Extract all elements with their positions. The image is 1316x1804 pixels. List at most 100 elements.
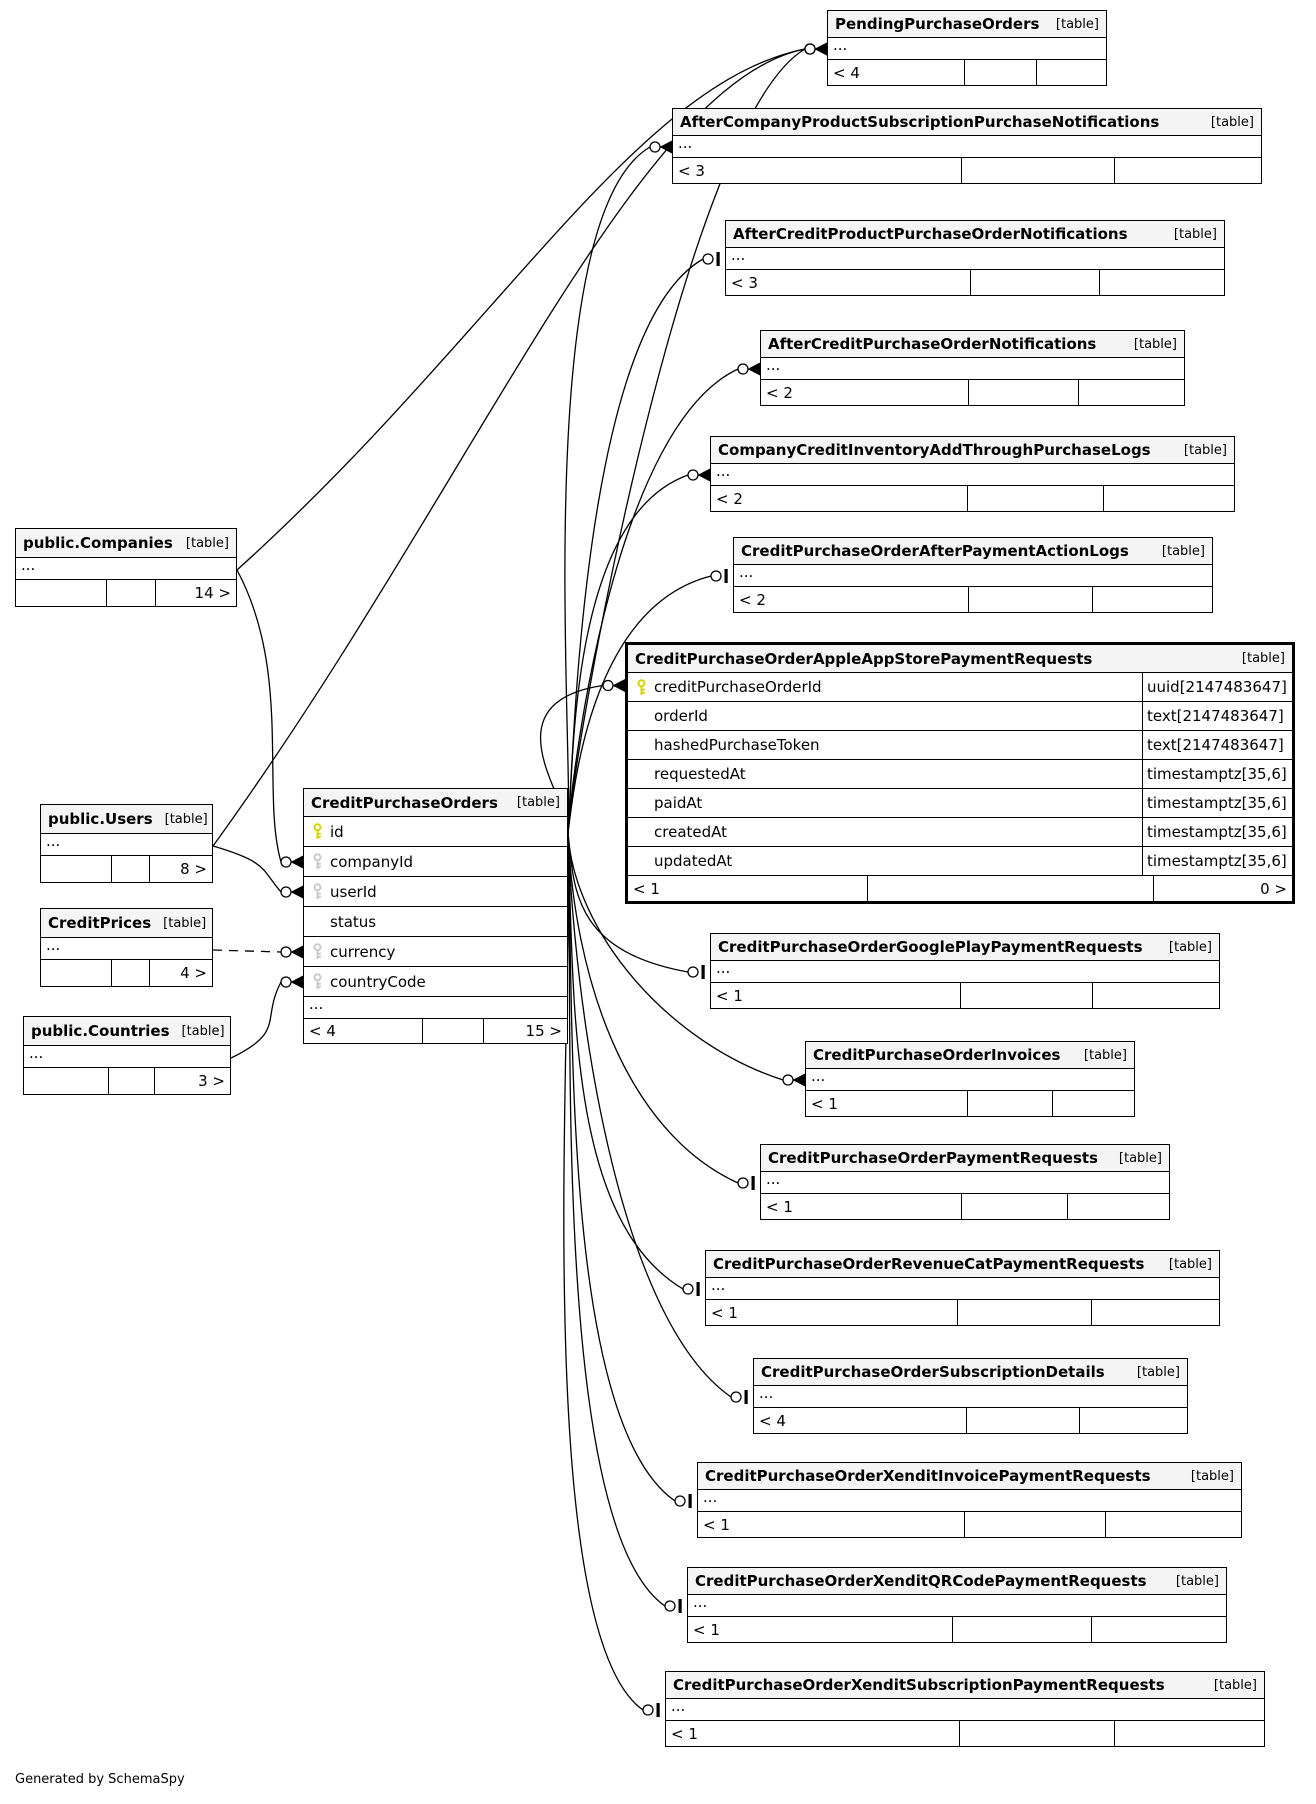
column-row-userId: userId	[304, 877, 567, 907]
table-title: CreditPurchaseOrderPaymentRequests	[768, 1149, 1098, 1167]
crow-foot-marker	[792, 1073, 805, 1087]
table-title: CreditPurchaseOrderXenditSubscriptionPay…	[673, 1676, 1165, 1694]
primary-key-icon	[304, 823, 330, 840]
zero-or-more-circle	[737, 1177, 749, 1189]
table-CreditPurchaseOrderAppleAppStorePaymentRequests[interactable]: CreditPurchaseOrderAppleAppStorePaymentR…	[625, 642, 1295, 904]
table-CreditPurchaseOrderXenditQRCodePaymentRequests[interactable]: CreditPurchaseOrderXenditQRCodePaymentRe…	[687, 1567, 1227, 1643]
table-PendingPurchaseOrders[interactable]: PendingPurchaseOrders[table]...< 4	[827, 10, 1107, 86]
generator-credit: Generated by SchemaSpy	[15, 1772, 185, 1787]
table-CreditPurchaseOrderXenditSubscriptionPaymentRequests[interactable]: CreditPurchaseOrderXenditSubscriptionPay…	[665, 1671, 1265, 1747]
column-name: createdAt	[654, 823, 728, 841]
relationship-edge	[567, 832, 676, 1502]
table-title: CreditPurchaseOrderRevenueCatPaymentRequ…	[713, 1255, 1145, 1273]
table-footer: < 1	[688, 1617, 1226, 1642]
fk-count-cell	[41, 960, 111, 986]
table-footer: < 3	[726, 270, 1224, 295]
spacer-cell	[111, 960, 149, 986]
table-CompanyCreditInventoryAddThroughPurchaseLogs[interactable]: CompanyCreditInventoryAddThroughPurchase…	[710, 436, 1235, 512]
collapsed-columns-row: ...	[734, 565, 1212, 587]
column-name: orderId	[654, 707, 708, 725]
relationship-edge	[212, 845, 282, 893]
table-public.Users[interactable]: public.Users[table]...8 >	[40, 804, 213, 883]
table-CreditPurchaseOrderSubscriptionDetails[interactable]: CreditPurchaseOrderSubscriptionDetails[t…	[753, 1358, 1188, 1434]
column-name: countryCode	[330, 972, 426, 991]
table-AfterCompanyProductSubscriptionPurchaseNotifications[interactable]: AfterCompanyProductSubscriptionPurchaseN…	[672, 108, 1262, 184]
relationship-edge	[567, 832, 666, 1607]
table-AfterCreditPurchaseOrderNotifications[interactable]: AfterCreditPurchaseOrderNotifications[ta…	[760, 330, 1185, 406]
table-type-tag: [table]	[1175, 1573, 1219, 1589]
exported-count-cell: 8 >	[148, 856, 212, 882]
table-title: AfterCreditProductPurchaseOrderNotificat…	[733, 225, 1128, 243]
table-footer: < 1	[706, 1300, 1219, 1325]
table-header: CreditPurchaseOrderSubscriptionDetails[t…	[754, 1359, 1187, 1386]
table-CreditPurchaseOrderXenditInvoicePaymentRequests[interactable]: CreditPurchaseOrderXenditInvoicePaymentR…	[697, 1462, 1242, 1538]
fk-count-cell: < 2	[716, 489, 743, 508]
table-header: AfterCreditPurchaseOrderNotifications[ta…	[761, 331, 1184, 358]
column-type: timestamptz[35,6]	[1142, 760, 1292, 788]
table-type-tag: [table]	[164, 811, 208, 827]
one-to-one-marker	[751, 1176, 755, 1190]
column-type: text[2147483647]	[1142, 702, 1292, 730]
table-header: CreditPurchaseOrderRevenueCatPaymentRequ…	[706, 1251, 1219, 1278]
table-header: AfterCompanyProductSubscriptionPurchaseN…	[673, 109, 1261, 136]
table-CreditPurchaseOrderAfterPaymentActionLogs[interactable]: CreditPurchaseOrderAfterPaymentActionLog…	[733, 537, 1213, 613]
fk-count-cell: < 2	[766, 383, 793, 402]
table-type-tag: [table]	[1168, 939, 1212, 955]
table-AfterCreditProductPurchaseOrderNotifications[interactable]: AfterCreditProductPurchaseOrderNotificat…	[725, 220, 1225, 296]
spacer-cell	[951, 1617, 1092, 1642]
relationship-edge	[567, 832, 739, 1184]
relationship-edge	[564, 146, 651, 834]
table-CreditPurchaseOrderInvoices[interactable]: CreditPurchaseOrderInvoices[table]...< 1	[805, 1041, 1135, 1117]
exported-count-cell	[1103, 486, 1234, 511]
column-type: uuid[2147483647]	[1142, 673, 1292, 701]
table-CreditPrices[interactable]: CreditPrices[table]...4 >	[40, 908, 213, 987]
table-public.Companies[interactable]: public.Companies[table]...14 >	[15, 528, 237, 607]
one-to-one-marker	[724, 569, 728, 583]
table-header: CreditPurchaseOrderAfterPaymentActionLog…	[734, 538, 1212, 565]
collapsed-columns-row: ...	[16, 558, 236, 580]
exported-count-cell	[1078, 1408, 1187, 1433]
collapsed-columns-row: ...	[711, 464, 1234, 486]
relationship-edge	[567, 832, 732, 1398]
column-name: status	[330, 912, 377, 931]
table-title: CreditPurchaseOrderGooglePlayPaymentRequ…	[718, 938, 1143, 956]
column-type: text[2147483647]	[1142, 731, 1292, 759]
foreign-key-icon	[304, 883, 330, 900]
fk-count-cell: < 3	[678, 161, 705, 180]
zero-or-more-circle	[710, 570, 722, 582]
one-to-one-marker	[701, 965, 705, 979]
table-footer: 14 >	[16, 580, 236, 606]
column-name: hashedPurchaseToken	[654, 736, 820, 754]
one-to-one-marker	[656, 1703, 660, 1717]
spacer-cell	[968, 587, 1092, 612]
one-to-one-marker	[696, 1282, 700, 1296]
exported-count-cell	[1090, 1300, 1219, 1325]
fk-count-cell	[16, 580, 106, 606]
relationship-edge	[212, 949, 282, 953]
table-type-tag: [table]	[185, 535, 229, 551]
collapsed-columns-row: ...	[673, 136, 1261, 158]
collapsed-columns-row: ...	[761, 358, 1184, 380]
collapsed-columns-row: ...	[711, 961, 1219, 983]
table-CreditPurchaseOrderGooglePlayPaymentRequests[interactable]: CreditPurchaseOrderGooglePlayPaymentRequ…	[710, 933, 1220, 1009]
table-public.Countries[interactable]: public.Countries[table]...3 >	[23, 1016, 231, 1095]
one-to-one-marker	[744, 1390, 748, 1404]
collapsed-columns-row: ...	[806, 1069, 1134, 1091]
primary-key-icon	[628, 678, 654, 696]
one-to-one-marker	[716, 252, 720, 266]
foreign-key-icon	[304, 853, 330, 870]
collapsed-columns-row: ...	[706, 1278, 1219, 1300]
table-CreditPurchaseOrderRevenueCatPaymentRequests[interactable]: CreditPurchaseOrderRevenueCatPaymentRequ…	[705, 1250, 1220, 1326]
column-row-countryCode: countryCode	[304, 967, 567, 997]
column-name: id	[330, 822, 344, 841]
crow-foot-marker	[290, 945, 303, 959]
exported-count-cell	[1078, 380, 1184, 405]
column-row-status: status	[304, 907, 567, 937]
table-CreditPurchaseOrderPaymentRequests[interactable]: CreditPurchaseOrderPaymentRequests[table…	[760, 1144, 1170, 1220]
table-title: AfterCompanyProductSubscriptionPurchaseN…	[680, 113, 1160, 131]
table-type-tag: [table]	[1210, 114, 1254, 130]
table-footer: < 1	[761, 1194, 1169, 1219]
table-title: PendingPurchaseOrders	[835, 15, 1040, 33]
